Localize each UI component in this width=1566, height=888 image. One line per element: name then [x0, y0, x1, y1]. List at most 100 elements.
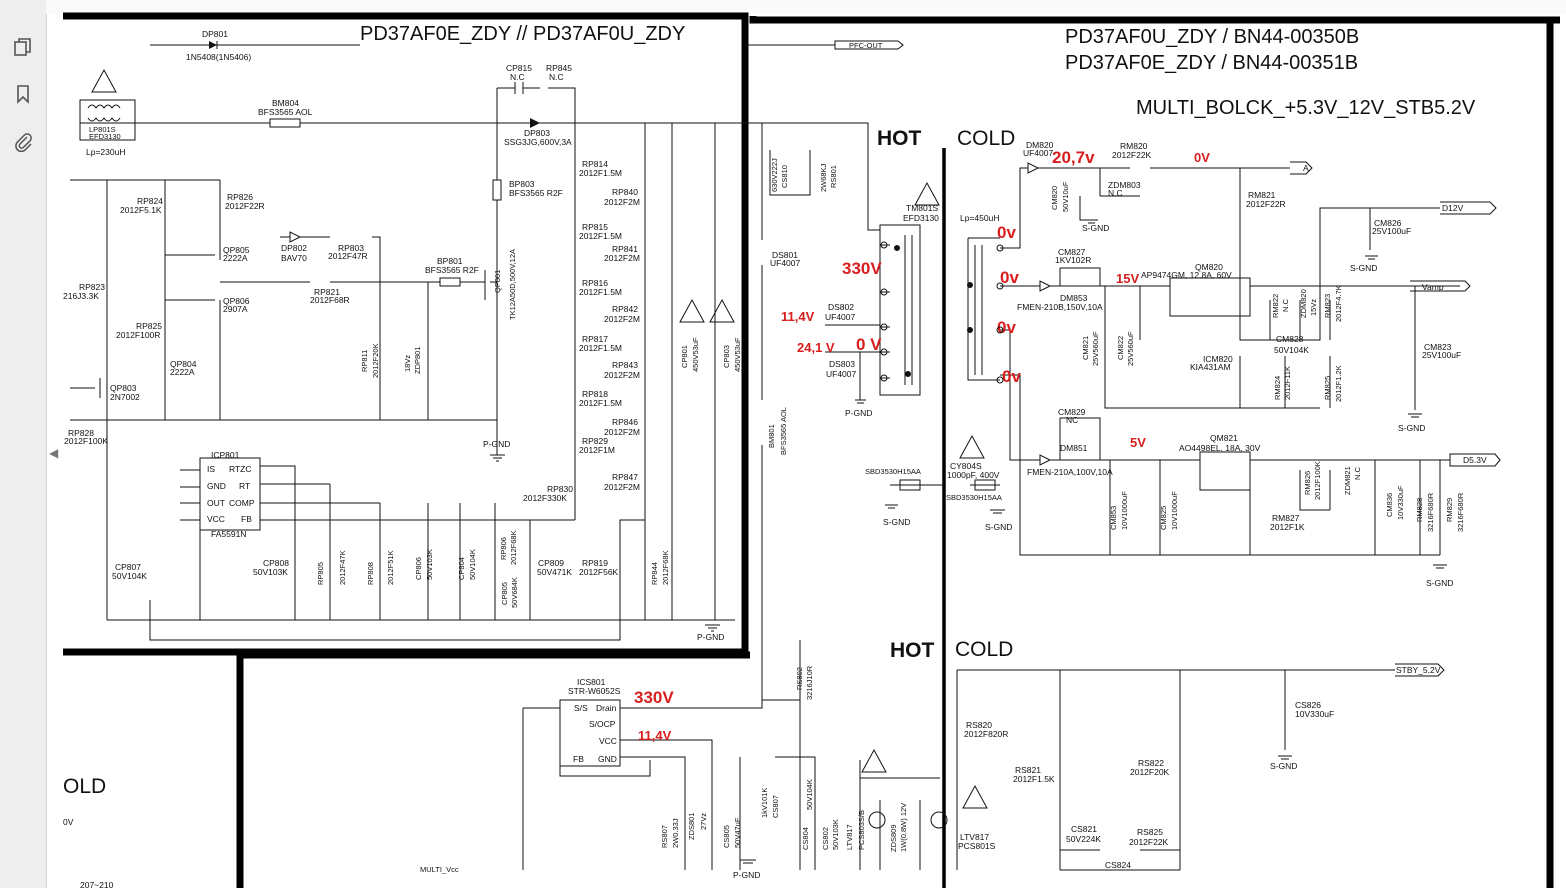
label-rs822: RS822 — [1138, 758, 1164, 768]
sgnd-6: S-GND — [1082, 223, 1109, 233]
label-dm851: DM851 — [1060, 443, 1088, 453]
label-rp808-v: 2012F51K — [386, 550, 395, 585]
label-cp808: CP808 — [263, 558, 289, 568]
label-rp842: RP842 — [612, 304, 638, 314]
label-rp818: RP818 — [582, 389, 608, 399]
label-cm836-v: 10V330uF — [1396, 485, 1405, 520]
label-qp804-v: 2222A — [170, 367, 195, 377]
label-rp805: RP805 — [316, 562, 325, 585]
label-rp815-v: 2012F1.5M — [579, 231, 622, 241]
net-d53v: D5.3V — [1463, 455, 1487, 465]
label-cm826-v: 25V100uF — [1372, 226, 1411, 236]
label-cs802-v: 50V103K — [831, 819, 840, 850]
label-rp816-v: 2012F1.5M — [579, 287, 622, 297]
title-right-2: PD37AF0E_ZDY / BN44-00351B — [1065, 52, 1358, 74]
label-rm824-v: 2012F11K — [1283, 366, 1292, 400]
net-stby: STBY_5.2V — [1396, 665, 1441, 675]
pfc-wiring — [70, 40, 904, 641]
top-strip — [46, 0, 1566, 14]
label-cm825-v: 10V1000uF — [1170, 491, 1179, 530]
label-rs821: RS821 — [1015, 765, 1041, 775]
label-qp806-v: 2907A — [223, 304, 248, 314]
voltage-330v: 330V — [842, 259, 882, 278]
label-qp803-v: 2N7002 — [110, 392, 140, 402]
label-cp806: CP806 — [414, 557, 423, 580]
schematic-page: PD37AF0E_ZDY // PD37AF0U_ZDY PD37AF0U_ZD… — [63, 12, 1560, 888]
cold-left-label: OLD — [63, 775, 106, 798]
bookmark-icon[interactable] — [8, 79, 38, 109]
cold-label: COLD — [957, 127, 1015, 150]
label-rs820-v: 2012F820R — [964, 729, 1008, 739]
multi-wiring — [745, 122, 1501, 700]
label-cs826: CS826 — [1295, 700, 1321, 710]
pgnd-1: P-GND — [483, 439, 510, 449]
label-rm827: RM827 — [1272, 513, 1300, 523]
label-bm801-v: BFS3565 AOL — [779, 407, 788, 455]
pages-icon[interactable] — [8, 32, 38, 62]
label-rm826: RM826 — [1303, 471, 1312, 495]
label-cy804-v: 1000pF, 400V — [947, 470, 1000, 480]
voltage-24-1v: 24,1 V — [797, 340, 835, 355]
label-cp805-v: 50V684K — [510, 577, 519, 608]
component-labels-pfc: DP801 1N5408(1N5406) LP801S EFD3130 Lp=2… — [63, 29, 742, 608]
label-rp808: RP808 — [366, 562, 375, 585]
sgnd-7: S-GND — [1350, 263, 1377, 273]
label-rm823-v: 2012F4.7K — [1334, 285, 1343, 322]
pgnd-2: P-GND — [697, 632, 724, 642]
label-cp805: CP805 — [500, 582, 509, 605]
label-rp829-v: 2012F1M — [579, 445, 615, 455]
label-lp-val: Lp=230uH — [86, 147, 125, 157]
label-rs802: RS802 — [795, 667, 804, 690]
net-vamp: Vamp — [1422, 282, 1444, 292]
label-rm829: RM829 — [1445, 498, 1454, 522]
label-zds809-v: 1W(0.8W) 12V — [899, 803, 908, 852]
label-cp804: CP804 — [457, 557, 466, 580]
component-glyphs — [868, 241, 1004, 829]
component-labels-multi: 630V222J CS810 2W68KJ RS801 DS801 UF4007… — [767, 140, 1465, 532]
label-rp846: RP846 — [612, 417, 638, 427]
voltage-15v: 15V — [1116, 271, 1139, 286]
label-cm829-v: NC — [1066, 415, 1078, 425]
dp801-diode — [209, 41, 217, 49]
label-rm820: RM820 — [1120, 141, 1148, 151]
label-cp807: CP807 — [115, 562, 141, 572]
collapse-arrow-icon[interactable]: ◀ — [49, 446, 59, 460]
label-cp807-v: 50V104K — [112, 571, 147, 581]
label-dp801: DP801 — [202, 29, 228, 39]
label-rs801: RS801 — [829, 165, 838, 188]
label-zdm820: ZDM820 — [1299, 289, 1308, 318]
pgnd-3: P-GND — [845, 408, 872, 418]
label-cm836: CM836 — [1385, 493, 1394, 517]
voltage-330v-b: 330V — [634, 688, 674, 707]
label-cm828-v: 50V104K — [1274, 345, 1309, 355]
label-cp808-v: 50V103K — [253, 567, 288, 577]
label-zdp801-v: 18Vz — [403, 355, 412, 372]
label-bp803: BP803 — [509, 179, 535, 189]
attachment-icon[interactable] — [8, 126, 38, 156]
label-cm825: CM825 — [1159, 506, 1168, 530]
label-zdm821: ZDM821 — [1343, 466, 1352, 495]
label-dm820: DM820 — [1026, 140, 1054, 150]
label-dp802-v: BAV70 — [281, 253, 307, 263]
label-rp828: RP828 — [68, 428, 94, 438]
label-zdm821-v: N.C — [1353, 467, 1362, 481]
label-cm853: CM853 — [1109, 506, 1118, 530]
label-rm825: RM825 — [1323, 376, 1332, 400]
net-pfc-out: PFC-OUT — [849, 41, 883, 50]
label-dp801-v: 1N5408(1N5406) — [186, 52, 251, 62]
label-rp814: RP814 — [582, 159, 608, 169]
label-qm820-v: AP9474GM, 12.8A, 60V — [1141, 270, 1232, 280]
label-rp845-v: N.C — [549, 72, 564, 82]
label-cs826-v: 10V330uF — [1295, 709, 1334, 719]
label-rm829-v: 3216F680R — [1456, 492, 1465, 532]
label-qp805: QP805 — [223, 245, 250, 255]
label-pin-gnd: GND — [207, 481, 226, 491]
sgnd-5: S-GND — [985, 522, 1012, 532]
label-rp817: RP817 — [582, 334, 608, 344]
label-rp841: RP841 — [612, 244, 638, 254]
label-pin-drain: Drain — [596, 703, 617, 713]
label-qm821-v: AO4498EL, 18A, 30V — [1179, 443, 1261, 453]
label-rp823-v: 216J3.3K — [63, 291, 99, 301]
label-cy804: CY804S — [950, 461, 982, 471]
label-rp821: RP821 — [314, 287, 340, 297]
